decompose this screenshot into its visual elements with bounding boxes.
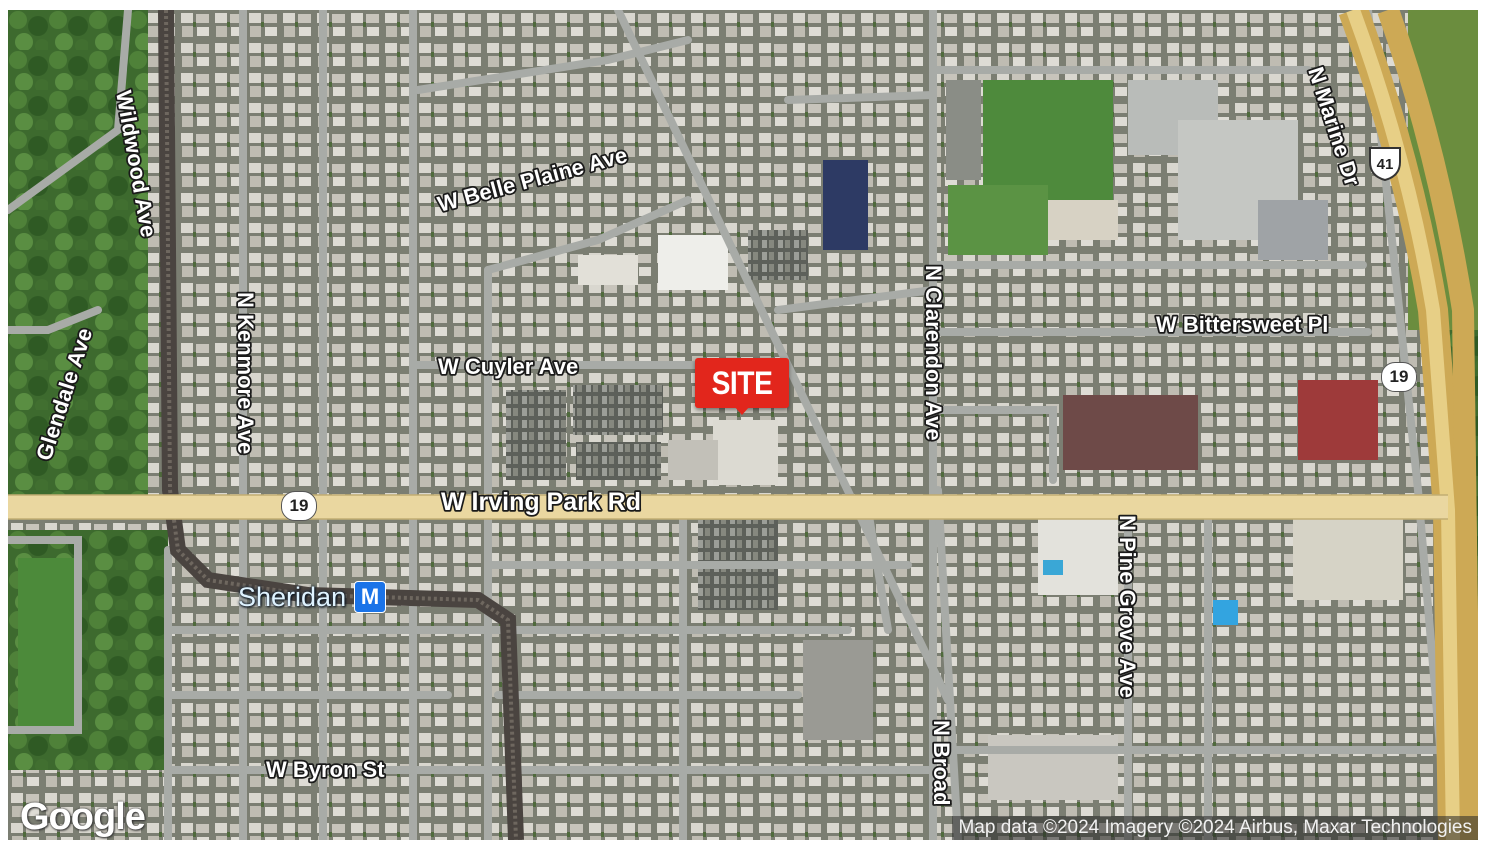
label-irving-park-rd: W Irving Park Rd bbox=[441, 488, 641, 516]
route-19-shield-east: 19 bbox=[1381, 362, 1417, 392]
site-marker[interactable]: SITE bbox=[695, 358, 789, 416]
site-marker-pointer bbox=[734, 406, 750, 415]
us-41-label: 41 bbox=[1377, 156, 1394, 173]
label-clarendon-ave: N Clarendon Ave bbox=[921, 265, 946, 441]
irving-park-road bbox=[8, 495, 1448, 519]
label-kenmore-ave: N Kenmore Ave bbox=[233, 292, 258, 454]
sheridan-station[interactable]: Sheridan M bbox=[238, 580, 387, 614]
aerial-map[interactable]: Wildwood Ave Glendale Ave N Kenmore Ave … bbox=[8, 10, 1478, 840]
label-pine-grove-ave: N Pine Grove Ave bbox=[1115, 515, 1140, 698]
label-byron-st: W Byron St bbox=[266, 757, 385, 782]
us-41-shield-icon: 41 bbox=[1369, 147, 1401, 182]
west-park bbox=[8, 10, 148, 500]
route-19-shield-west: 19 bbox=[281, 491, 317, 521]
map-view[interactable]: Wildwood Ave Glendale Ave N Kenmore Ave … bbox=[8, 10, 1478, 840]
google-logo: Google bbox=[20, 796, 146, 838]
label-broadway: N Broad bbox=[929, 720, 954, 806]
station-name: Sheridan bbox=[238, 581, 347, 612]
metro-icon: M bbox=[354, 581, 387, 613]
site-label: SITE bbox=[711, 365, 773, 401]
label-bittersweet-pl: W Bittersweet Pl bbox=[1156, 312, 1328, 337]
map-attribution[interactable]: Map data ©2024 Imagery ©2024 Airbus, Max… bbox=[952, 816, 1478, 840]
site-marker-box: SITE bbox=[695, 358, 789, 408]
label-cuyler-ave: W Cuyler Ave bbox=[438, 354, 578, 379]
